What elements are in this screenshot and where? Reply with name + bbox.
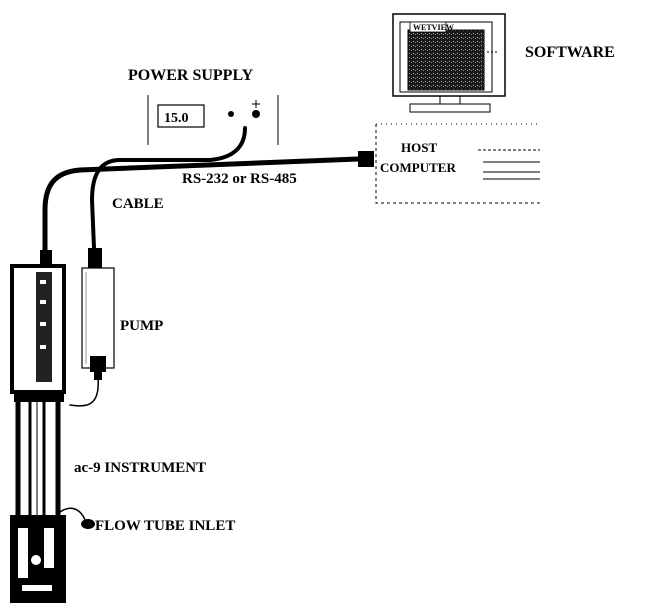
pump-label: PUMP <box>120 318 163 334</box>
serial-connector <box>358 151 374 167</box>
pump-outlet-hose <box>69 377 99 407</box>
monitor-screen <box>407 29 485 91</box>
interface-label: RS-232 or RS-485 <box>182 171 297 187</box>
instrument-label: ac-9 INSTRUMENT <box>74 460 206 476</box>
data-cable <box>42 156 361 255</box>
flow-tube-inlet <box>81 519 95 529</box>
monitor: WETVIEW <box>392 13 506 113</box>
inlet-hose <box>59 507 86 521</box>
ac9-instrument <box>10 250 66 603</box>
power-supply-display-value: 15.0 <box>164 111 189 126</box>
host-computer-label-line1: HOST <box>401 140 437 155</box>
terminal-positive <box>252 110 260 118</box>
pump <box>81 248 115 380</box>
terminal-negative <box>228 111 234 117</box>
flow-tube-inlet-label: FLOW TUBE INLET <box>95 518 235 534</box>
power-supply-label: POWER SUPPLY <box>128 67 254 84</box>
monitor-screen-title: WETVIEW <box>413 23 454 32</box>
power-supply-display <box>157 104 205 128</box>
host-computer-label-line2: COMPUTER <box>380 160 456 175</box>
power-supply: 15.0 <box>147 95 279 145</box>
cables <box>42 126 361 521</box>
cable-label: CABLE <box>112 196 164 212</box>
power-cable <box>89 126 247 250</box>
software-label: SOFTWARE <box>525 44 615 61</box>
host-computer <box>358 123 540 204</box>
